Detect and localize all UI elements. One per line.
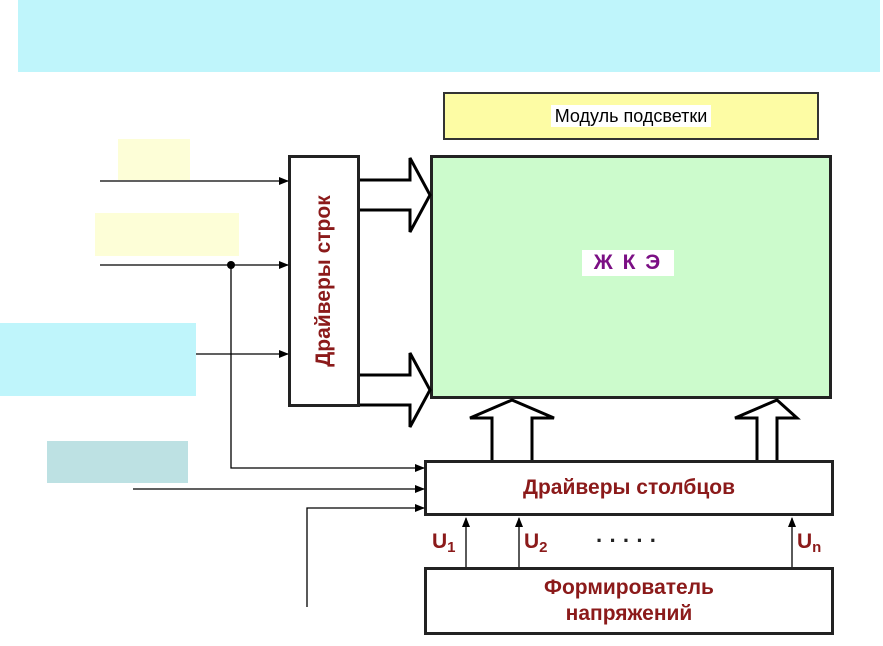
voltage-label-u1: U1 (432, 530, 456, 556)
voltage-ellipsis: · · · · · (596, 528, 658, 553)
input-label-box-2 (95, 213, 239, 256)
column-to-lcd-arrow-left (469, 398, 555, 460)
input-label-box-1 (118, 139, 190, 180)
column-drivers-label: Драйверы столбцов (523, 476, 735, 499)
voltage-former-block: Формирователь напряжений (424, 567, 834, 635)
voltage-label-un: Un (797, 530, 822, 556)
lcd-panel (430, 155, 832, 399)
column-drivers-block: Драйверы столбцов (424, 460, 834, 516)
former-control-line (306, 504, 425, 607)
row-to-lcd-arrow-top (360, 157, 432, 233)
branch-to-column-drivers (230, 265, 425, 472)
voltage-former-label-line1: Формирователь (544, 576, 714, 599)
row-to-lcd-arrow-bottom (360, 352, 432, 428)
row-drivers-block: Драйверы строк (288, 155, 360, 407)
title-band (18, 0, 880, 72)
voltage-former-label-line2: напряжений (565, 602, 693, 625)
lcd-label: Ж К Э (582, 250, 674, 276)
input-label-box-4 (47, 441, 188, 483)
column-to-lcd-arrow-right (734, 398, 801, 460)
backlight-module: Модуль подсветки (443, 92, 819, 140)
voltage-label-u2: U2 (524, 530, 548, 556)
backlight-module-label: Модуль подсветки (550, 105, 712, 127)
input-label-box-3 (0, 323, 196, 396)
